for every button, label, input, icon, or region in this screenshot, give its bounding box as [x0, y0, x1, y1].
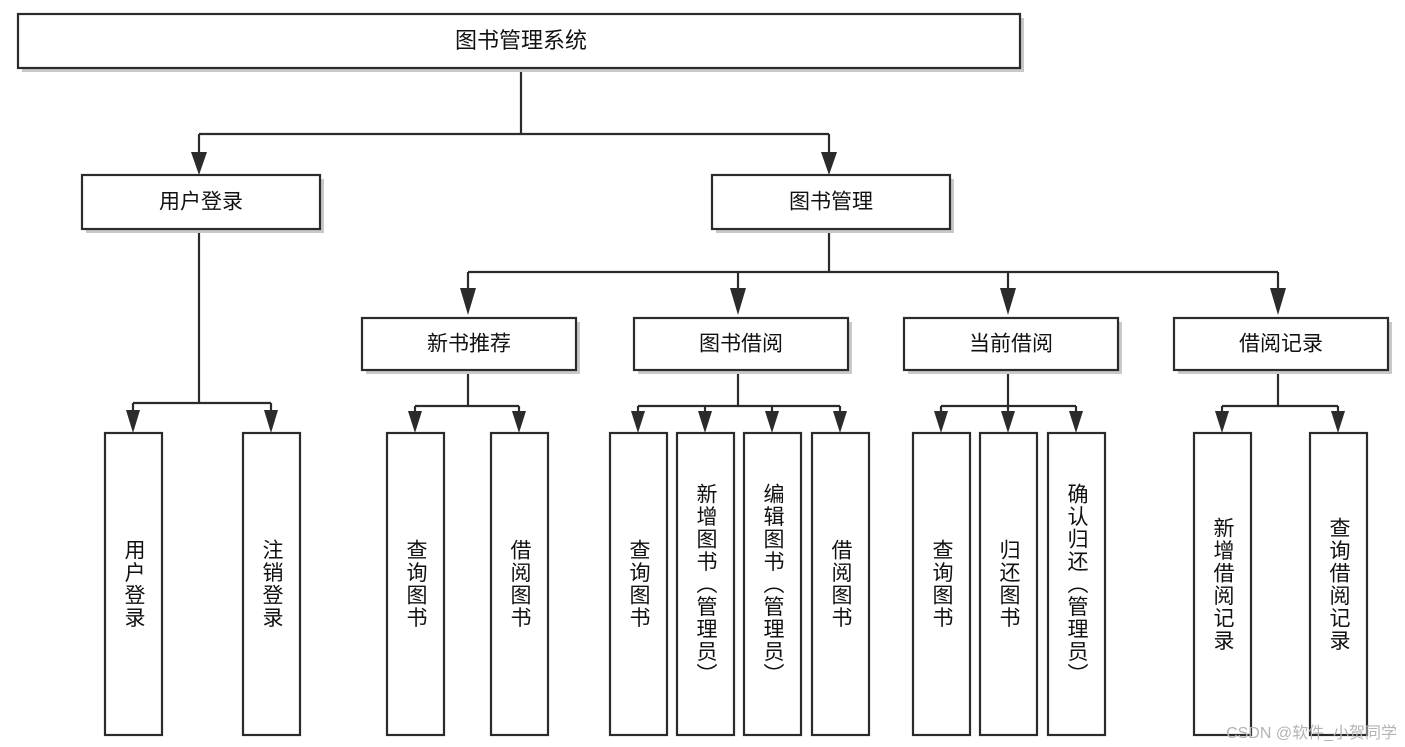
edge-layer [126, 68, 1345, 433]
node-borrow-record-box[interactable] [1172, 316, 1390, 372]
leaf-box-current-borrow-1[interactable] [911, 431, 972, 737]
leaf-box-borrow-record-1[interactable] [1192, 431, 1253, 737]
root-node-label: 图书管理系统 [455, 28, 587, 53]
node-current-borrow-label: 当前借阅 [969, 333, 1053, 356]
arrow-currentborrow-leaf-3 [1069, 411, 1083, 433]
arrow-currentborrow-leaf-2 [1001, 411, 1015, 433]
node-new-book-box[interactable] [360, 316, 578, 372]
arrow-bookmgmt-l3-4 [1270, 288, 1286, 315]
node-book-mgmt-label: 图书管理 [789, 191, 873, 214]
arrow-userlogin-leaf-1 [126, 410, 140, 433]
arrow-borrowrecord-leaf-2 [1331, 411, 1345, 433]
leaf-box-book-borrow-3[interactable] [742, 431, 803, 737]
node-book-mgmt-box[interactable] [710, 173, 952, 231]
node-book-borrow-box[interactable] [632, 316, 850, 372]
leaf-box-book-borrow-1[interactable] [608, 431, 669, 737]
arrow-bookmgmt-l3-2 [730, 288, 746, 315]
csdn-watermark: CSDN @软件_小贺同学 [1226, 725, 1397, 742]
arrow-userlogin-leaf-2 [264, 410, 278, 433]
arrow-bookborrow-leaf-4 [833, 411, 847, 433]
arrow-root-to-book-mgmt [821, 152, 837, 175]
leaf-box-book-borrow-2[interactable] [675, 431, 736, 737]
node-new-book-label: 新书推荐 [427, 333, 511, 356]
node-user-login-label: 用户登录 [159, 191, 243, 214]
arrow-borrowrecord-leaf-1 [1215, 411, 1229, 433]
arrow-bookborrow-leaf-1 [631, 411, 645, 433]
arrow-bookborrow-leaf-3 [765, 411, 779, 433]
leaf-box-current-borrow-3[interactable] [1046, 431, 1107, 737]
node-user-login-box[interactable] [80, 173, 322, 231]
node-layer: 图书管理系统 用户登录 图书管理 新书推荐 图书借阅 当前借阅 借阅记录 [16, 12, 1392, 737]
leaf-box-book-borrow-4[interactable] [810, 431, 871, 737]
node-book-borrow-label: 图书借阅 [699, 333, 783, 356]
arrow-newbook-leaf-2 [512, 411, 526, 433]
arrow-bookmgmt-l3-3 [1000, 288, 1016, 315]
root-node-box[interactable] [16, 12, 1022, 70]
arrow-bookborrow-leaf-2 [698, 411, 712, 433]
leaf-box-new-book-1[interactable] [385, 431, 446, 737]
leaf-box-user-login-2[interactable] [241, 431, 302, 737]
node-borrow-record-label: 借阅记录 [1239, 333, 1323, 356]
arrow-currentborrow-leaf-1 [934, 411, 948, 433]
leaf-box-current-borrow-2[interactable] [978, 431, 1039, 737]
leaf-box-borrow-record-2[interactable] [1308, 431, 1369, 737]
arrow-root-to-user-login [191, 152, 207, 175]
arrow-bookmgmt-l3-1 [460, 288, 476, 315]
node-current-borrow-box[interactable] [902, 316, 1120, 372]
leaf-box-new-book-2[interactable] [489, 431, 550, 737]
leaf-box-user-login-1[interactable] [103, 431, 164, 737]
arrow-newbook-leaf-1 [408, 411, 422, 433]
